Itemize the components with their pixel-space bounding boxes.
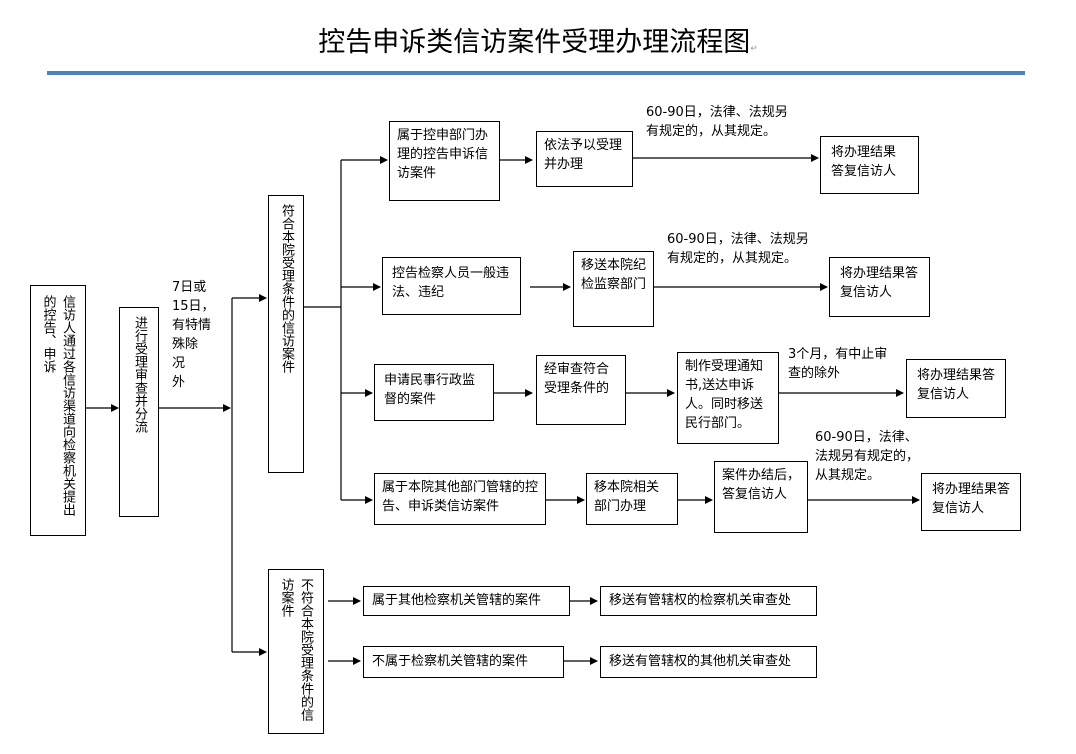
branch-3-case: 申请民事行政监督的案件 [374,364,494,421]
branch-4-step2: 案件办结后，答复信访人 [714,461,808,533]
branch-1-result: 将办理结果答复信访人 [820,136,919,194]
branch-2-note: 60-90日，法律、法规另 有规定的，从其规定。 [667,232,809,266]
paragraph-mark-icon: ↵ [750,44,758,54]
branch-2-step: 移送本院纪检监察部门 [573,251,654,327]
branch-4-result: 将办理结果答复信访人 [921,473,1021,531]
other-branch-1-result: 移送有管辖权的检察机关审查处 [600,586,817,616]
time-limit-note: 7日或 15日， 有特情 殊除 况 外 [172,280,215,390]
branch-1-step: 依法予以受理并办理 [536,131,633,187]
branch-3-note: 3个月，有中止审 查的除外 [788,347,888,381]
page-title: 控告申诉类信访案件受理办理流程图↵ [318,27,758,58]
triage-box: 进行受理审查并分流 [119,307,159,517]
branch-2-case: 控告检察人员一般违法、违纪 [382,257,521,315]
other-branch-2-case: 不属于检察机关管辖的案件 [363,646,564,678]
branch-3-step1: 经审查符合受理条件的 [536,355,626,425]
other-branch-2-result: 移送有管辖权的其他机关审查处 [600,646,817,678]
title-divider [47,71,1025,75]
branch-2-result: 将办理结果答复信访人 [829,257,930,317]
branch-4-case: 属于本院其他部门管辖的控告、申诉类信访案件 [374,473,546,525]
start-box: 信访人通过各信访渠道向检察机关提出的控告、申诉 [30,285,86,536]
branch-3-step2: 制作受理通知书,送达申诉人。同时移送民行部门。 [677,352,779,444]
branch-4-step1: 移本院相关部门办理 [586,473,678,525]
branch-3-result: 将办理结果答复信访人 [906,359,1006,418]
branch-1-case: 属于控申部门办理的控告申诉信访案件 [389,121,500,201]
branch-4-note: 60-90日，法律、 法规另有规定的， 从其规定。 [815,430,920,483]
other-branch-1-case: 属于其他检察机关管辖的案件 [363,586,570,616]
nonqualify-box: 不符合本院受理条件的信访案件 [268,569,324,734]
qualify-box: 符合本院受理条件的信访案件 [268,195,304,473]
branch-1-note: 60-90日，法律、法规另 有规定的，从其规定。 [646,105,788,139]
